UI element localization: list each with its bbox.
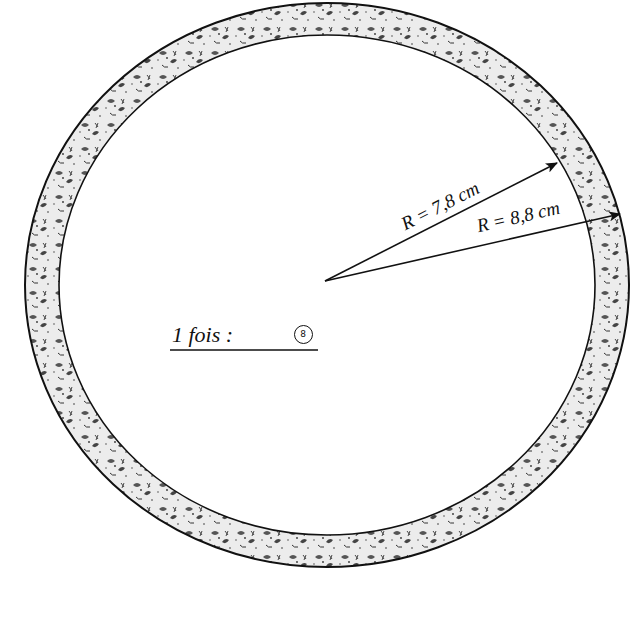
callout-text: 8 xyxy=(300,330,306,339)
radius-label: R = 7,8 cm xyxy=(397,177,482,235)
quantity-note: 1 fois : xyxy=(172,322,233,348)
callout-number: 8 xyxy=(294,325,313,344)
radius-label: R = 8,8 cm xyxy=(474,197,561,237)
